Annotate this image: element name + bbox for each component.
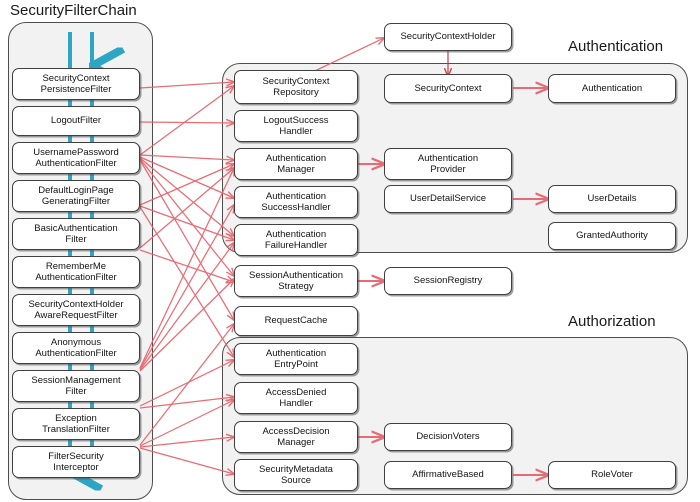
node-authentication-manager[interactable]: Authentication Manager (234, 148, 358, 180)
node-request-cache[interactable]: RequestCache (234, 306, 358, 336)
filter-box-security-context-holder-aware-request[interactable]: SecurityContextHolder AwareRequestFilter (12, 294, 140, 326)
authorization-group-title: Authorization (568, 313, 656, 330)
filter-box-anonymous-authentication[interactable]: Anonymous AuthenticationFilter (12, 332, 140, 364)
filter-box-remember-me-authentication[interactable]: RememberMe AuthenticationFilter (12, 256, 140, 288)
node-logout-success-handler[interactable]: LogoutSuccess Handler (234, 110, 358, 142)
node-access-denied-handler[interactable]: AccessDenied Handler (234, 382, 358, 414)
node-decision-voters[interactable]: DecisionVoters (384, 423, 512, 451)
node-security-context-holder[interactable]: SecurityContextHolder (384, 23, 512, 51)
node-authentication-provider[interactable]: Authentication Provider (384, 148, 512, 180)
node-session-registry[interactable]: SessionRegistry (384, 267, 512, 295)
node-security-metadata-source[interactable]: SecurityMetadata Source (234, 459, 358, 491)
filter-box-default-login-page-generating[interactable]: DefaultLoginPage GeneratingFilter (12, 180, 140, 212)
node-user-details[interactable]: UserDetails (548, 185, 676, 213)
filter-box-session-management[interactable]: SessionManagement Filter (12, 370, 140, 402)
node-granted-authority[interactable]: GrantedAuthority (548, 222, 676, 250)
node-session-authentication-strategy[interactable]: SessionAuthentication Strategy (234, 265, 358, 297)
node-authentication-success-handler[interactable]: Authentication SuccessHandler (234, 186, 358, 218)
node-role-voter[interactable]: RoleVoter (548, 461, 676, 489)
authentication-group-title: Authentication (568, 38, 664, 55)
filter-box-security-context-persistence[interactable]: SecurityContext PersistenceFilter (12, 68, 140, 100)
node-security-context[interactable]: SecurityContext (384, 74, 512, 103)
filter-box-filter-security-interceptor[interactable]: FilterSecurity Interceptor (12, 446, 140, 478)
node-security-context-repository[interactable]: SecurityContext Repository (234, 70, 358, 104)
node-authentication-failure-handler[interactable]: Authentication FailureHandler (234, 224, 358, 256)
filter-box-exception-translation[interactable]: Exception TranslationFilter (12, 408, 140, 440)
node-user-detail-service[interactable]: UserDetailService (384, 185, 512, 213)
filter-box-basic-authentication[interactable]: BasicAuthentication Filter (12, 218, 140, 250)
node-authentication[interactable]: Authentication (548, 74, 676, 103)
request-flow-line-down (68, 32, 72, 472)
node-authentication-entry-point[interactable]: Authentication EntryPoint (234, 343, 358, 375)
filter-box-username-password-authentication[interactable]: UsernamePassword AuthenticationFilter (12, 142, 140, 174)
filter-chain-title: SecurityFilterChain (10, 2, 137, 19)
filter-box-logout[interactable]: LogoutFilter (12, 106, 140, 136)
node-access-decision-manager[interactable]: AccessDecision Manager (234, 421, 358, 453)
node-affirmative-based[interactable]: AffirmativeBased (384, 461, 512, 489)
response-flow-line-up (90, 32, 94, 472)
